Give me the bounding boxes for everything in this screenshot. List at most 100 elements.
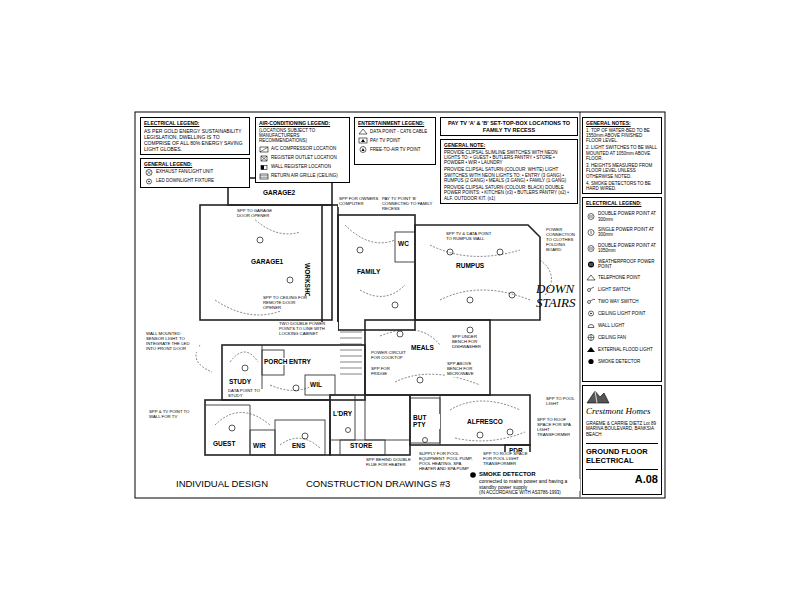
outer-walls <box>200 205 332 320</box>
room-name: FAMILY <box>356 268 381 275</box>
box-text: 2. LIGHT SWITCHES TO BE WALL MOUNTED AT … <box>586 145 658 161</box>
light-points <box>507 429 513 435</box>
wiring <box>440 290 530 300</box>
legend-text: CEILING FAN <box>598 335 626 340</box>
light-points <box>229 237 521 455</box>
legend-symbol <box>586 346 596 353</box>
room-name: RUMPUS <box>455 262 485 269</box>
inner-walls <box>410 398 440 443</box>
box-text: 4. SMOKE DETECTORS TO BE HARD WIRED. <box>586 181 658 192</box>
legend-symbol <box>586 286 596 293</box>
sheet-text: INDIVIDUAL DESIGN <box>175 479 269 490</box>
callout-note: DATA POINT TO STUDY <box>227 389 263 399</box>
inner-walls <box>250 430 275 455</box>
legend-symbol <box>588 229 594 235</box>
stairs <box>340 374 362 375</box>
legend-symbol <box>590 263 592 266</box>
callout-note: POWER CONNECTION TO CLOTHES FOLDING BOAR… <box>545 228 579 253</box>
inner-walls <box>205 405 250 406</box>
light-points <box>477 432 483 438</box>
box-heading: PAY TV 'A' & 'B' SET-TOP-BOX LOCATIONS T… <box>444 120 574 133</box>
legend-symbol <box>360 147 366 153</box>
box-heading: GENERAL NOTES: <box>586 120 658 126</box>
light-points <box>447 249 453 255</box>
legend-symbol <box>591 231 592 234</box>
legend-symbol <box>588 301 591 304</box>
legend-symbol <box>588 325 594 328</box>
legend-text: RETURN AIR GRILLE (CEILING) <box>271 173 338 178</box>
room-name: GARAGE1 <box>250 258 284 265</box>
light-points <box>242 365 248 371</box>
callout-note: SPP TO ROOF SPACE FOR POOL LIGHT TRANSFO… <box>482 452 534 467</box>
light-points <box>302 433 308 439</box>
inner-walls <box>205 205 440 455</box>
box-heading: ELECTRICAL LEGEND: <box>144 120 246 126</box>
legend-symbol <box>586 213 596 220</box>
legend-row: RETURN AIR GRILLE (CEILING) <box>259 173 346 180</box>
legend-row: DOUBLE POWER POINT AT 300mm <box>586 211 658 222</box>
legend-symbol <box>146 169 152 175</box>
inner-walls <box>250 405 251 455</box>
room-name: WIR <box>252 442 267 449</box>
legend-symbol <box>359 129 367 134</box>
light-points <box>423 438 428 443</box>
light-points <box>467 327 473 333</box>
wiring <box>196 215 551 448</box>
legend-symbol <box>587 275 595 280</box>
light-points <box>257 237 263 243</box>
callout-note: SPP TO GARAGE DOOR OPENER <box>236 209 286 219</box>
legend-symbol <box>261 156 267 161</box>
legend-row: WEATHERPROOF POWER POINT <box>586 259 658 270</box>
legend-symbol <box>588 335 594 341</box>
callout-note: SPP BEHIND DOUBLE FLUE FOR HEATER <box>365 458 415 468</box>
outer-walls <box>200 178 540 460</box>
callout-note: POWER CIRCUIT FOR COOKTOP <box>370 351 408 361</box>
box-text: PROVIDE CLIPSAL SATURN (COLOUR: BLACK) D… <box>444 185 574 201</box>
legend-row: TELEPHONE POINT <box>586 274 658 281</box>
box-text: (LOCATIONS SUBJECT TO MANUFACTURERS RECO… <box>259 128 346 144</box>
stairs <box>340 350 362 351</box>
legend-symbol <box>590 313 592 315</box>
callout-note: PAY TV POINT 'B' CONNECTED TO FAMILY REC… <box>381 197 438 212</box>
legend-symbol <box>259 164 269 171</box>
legend-text: A/C COMPRESSOR LOCATION <box>271 146 336 151</box>
legend-symbol <box>261 165 267 169</box>
legend-text: PAY TV POINT <box>370 138 400 143</box>
legend-symbol <box>144 178 154 185</box>
light-points <box>346 428 351 433</box>
legend-symbol <box>260 147 268 152</box>
room-name: GARAGE2 <box>262 189 296 196</box>
legend-symbol <box>589 311 594 316</box>
outer-walls <box>322 205 338 330</box>
sheet-text: connected to mains power and having a st… <box>478 479 580 491</box>
note-box: GENERAL NOTE:PROVIDE CLIPSAL SLIMLINE SW… <box>440 139 578 204</box>
room-name: PORCH <box>263 358 288 365</box>
legend-text: WEATHERPROOF POWER POINT <box>598 259 658 270</box>
legend-text: REGISTER OUTLET LOCATION <box>271 155 337 160</box>
legend-symbol <box>588 261 594 267</box>
legend-symbol <box>587 347 595 352</box>
box-heading: ENTERTAINMENT LEGEND: <box>358 120 432 126</box>
callout-note: SPP FOR OWNERS COMPUTER <box>338 197 380 207</box>
legend-symbol <box>588 289 591 292</box>
stairs <box>340 362 362 363</box>
box-text: 3. HEIGHTS MEASURED FROM FLOOR LEVEL UNL… <box>586 163 658 179</box>
legend-text: EXTERNAL FLOOD LIGHT <box>598 347 653 352</box>
outer-walls <box>205 400 330 455</box>
legend-symbol <box>586 310 596 317</box>
legend-symbol <box>358 137 368 144</box>
legend-text: DATA POINT - CAT6 CABLE <box>370 129 427 134</box>
legend-symbol <box>261 156 267 161</box>
legend-row: SMOKE DETECTOR <box>586 358 658 365</box>
wiring <box>360 285 405 296</box>
light-points <box>287 277 293 283</box>
inner-walls <box>395 232 415 262</box>
legend-text: LED DOWNLIGHT FIXTURE <box>156 178 214 183</box>
legend-row: PAY TV POINT <box>358 137 432 144</box>
legend-symbol <box>586 245 596 252</box>
sheet-frame <box>580 112 581 497</box>
legend-box: GENERAL LEGEND:EXHAUST FAN/LIGHT UNITLED… <box>140 158 250 188</box>
room-name: ALFRESCO <box>466 418 504 425</box>
inner-walls <box>340 440 385 455</box>
